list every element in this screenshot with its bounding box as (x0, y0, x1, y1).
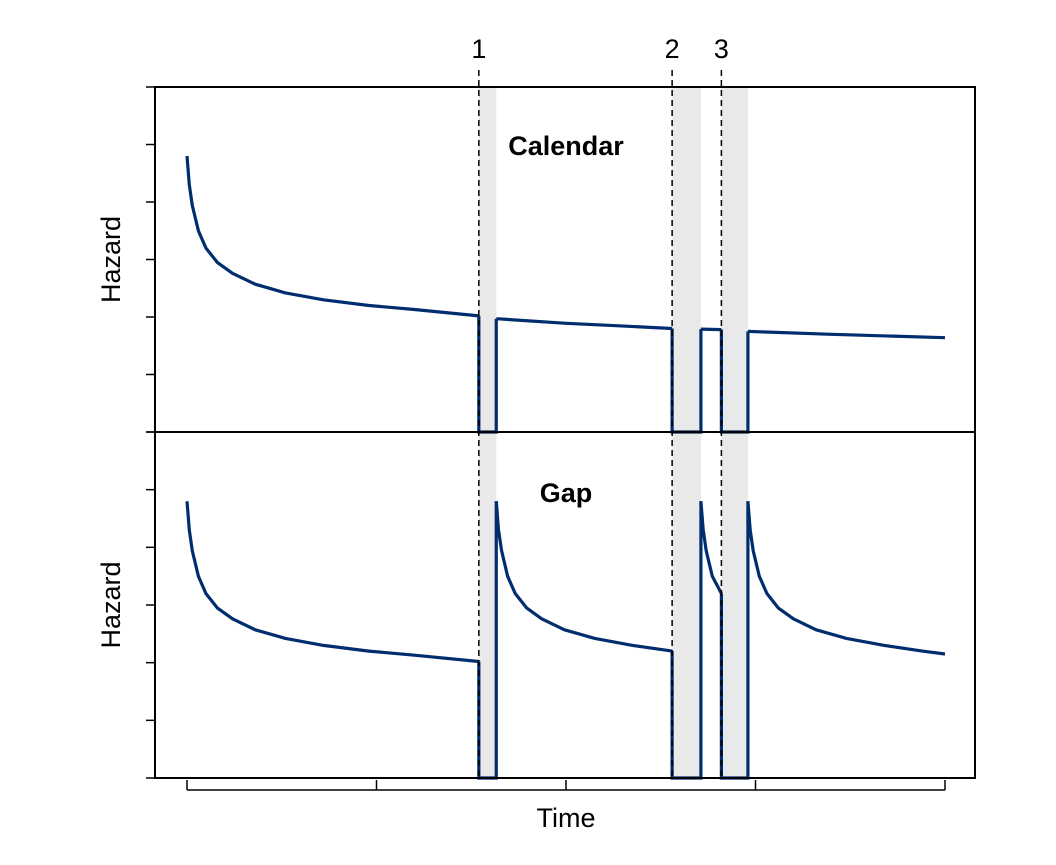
calendar-series-segment-3 (700, 327, 722, 332)
event-label-2: 2 (665, 34, 680, 64)
event-label-3: 3 (714, 34, 729, 64)
gap-series-segment-4 (746, 501, 946, 656)
event-label-1: 1 (471, 34, 486, 64)
x-axis-label: Time (537, 803, 596, 833)
calendar-series-segment-1 (185, 155, 479, 318)
gap-series-segment-1 (185, 501, 479, 664)
gap-y-axis-label: Hazard (96, 561, 126, 648)
calendar-series-segment-2 (496, 317, 673, 331)
panel-title-gap: Gap (540, 478, 593, 508)
gap-series-segment-3 (699, 501, 723, 595)
gap-series-segment-2 (494, 501, 673, 653)
calendar-series-segment-4 (747, 329, 946, 340)
panel-title-calendar: Calendar (508, 131, 624, 161)
calendar-y-axis-label: Hazard (96, 216, 126, 303)
